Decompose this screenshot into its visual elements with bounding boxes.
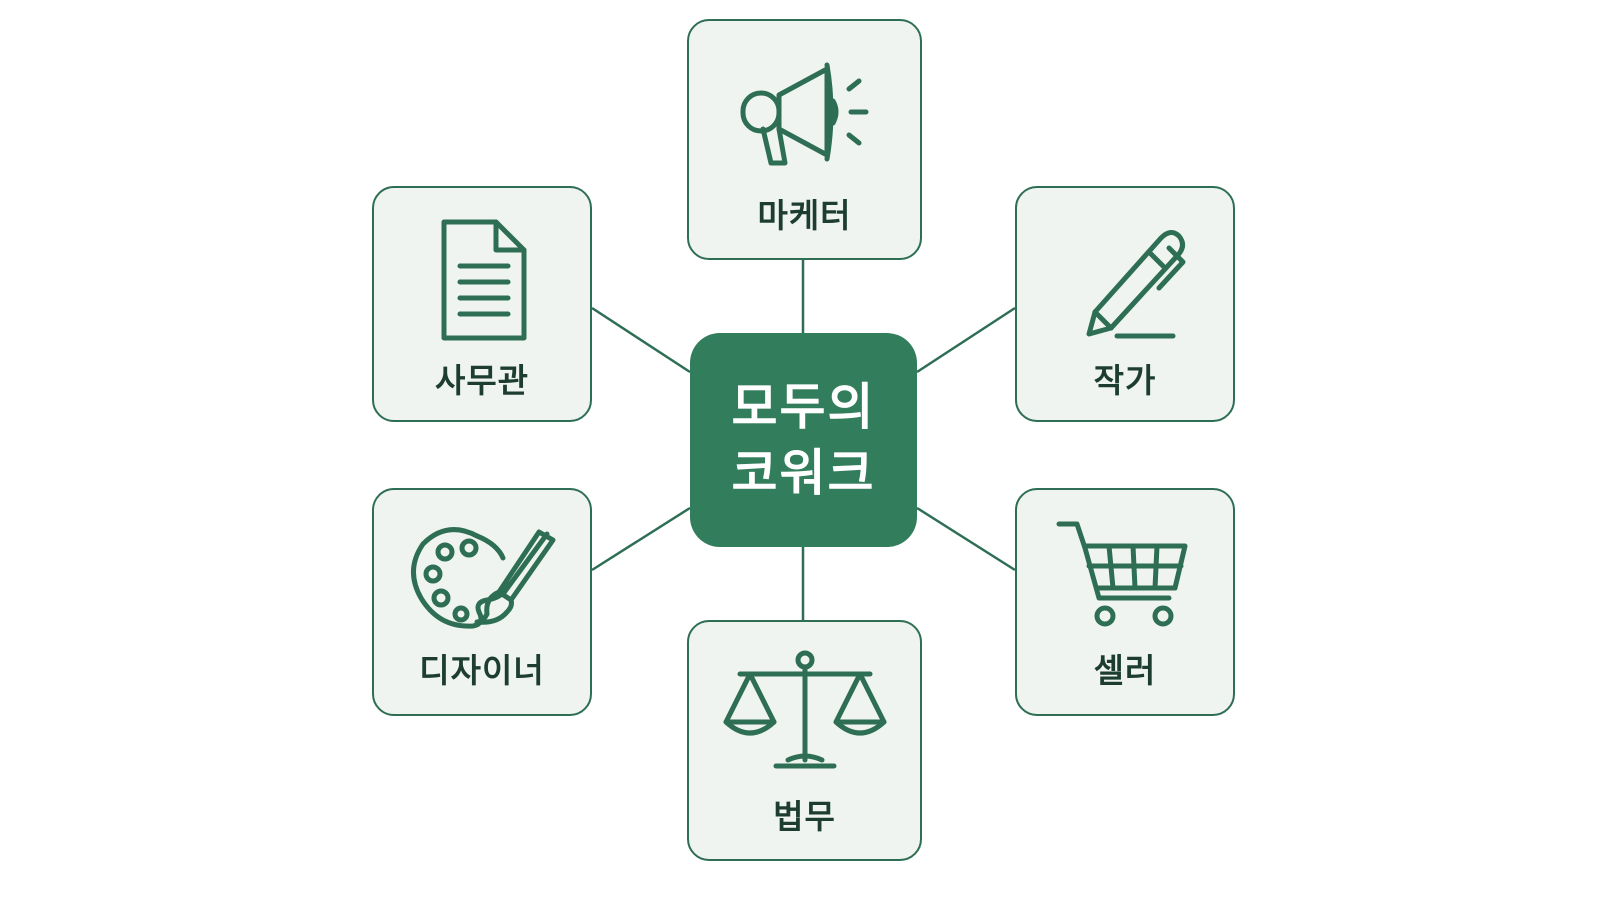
node-label-designer: 디자이너: [419, 651, 545, 690]
node-clerk: 사무관: [372, 186, 592, 422]
pen-icon: [1086, 230, 1186, 339]
connector-seller: [916, 506, 1016, 572]
node-label-clerk: 사무관: [434, 361, 530, 400]
node-marketer: 마케터: [687, 19, 922, 260]
node-label-legal: 법무: [773, 797, 836, 836]
center-title-line1: 모두의: [731, 378, 876, 436]
node-legal: 법무: [687, 620, 922, 861]
center-hub: 모두의 코워크: [690, 333, 917, 547]
node-seller: 셀러: [1015, 488, 1235, 716]
node-writer: 작가: [1015, 186, 1235, 422]
scales-icon: [723, 650, 886, 769]
node-label-marketer: 마케터: [757, 196, 852, 235]
megaphone-icon: [740, 62, 868, 166]
node-label-writer: 작가: [1093, 361, 1157, 400]
connector-writer: [916, 306, 1016, 374]
shopping-cart-icon: [1056, 521, 1188, 627]
connector-designer: [591, 506, 691, 572]
connector-clerk: [591, 306, 691, 374]
center-title-line2: 코워크: [731, 444, 876, 502]
node-label-seller: 셀러: [1093, 651, 1157, 690]
node-designer: 디자이너: [372, 488, 592, 716]
palette-icon: [411, 527, 556, 629]
document-icon: [441, 219, 527, 341]
